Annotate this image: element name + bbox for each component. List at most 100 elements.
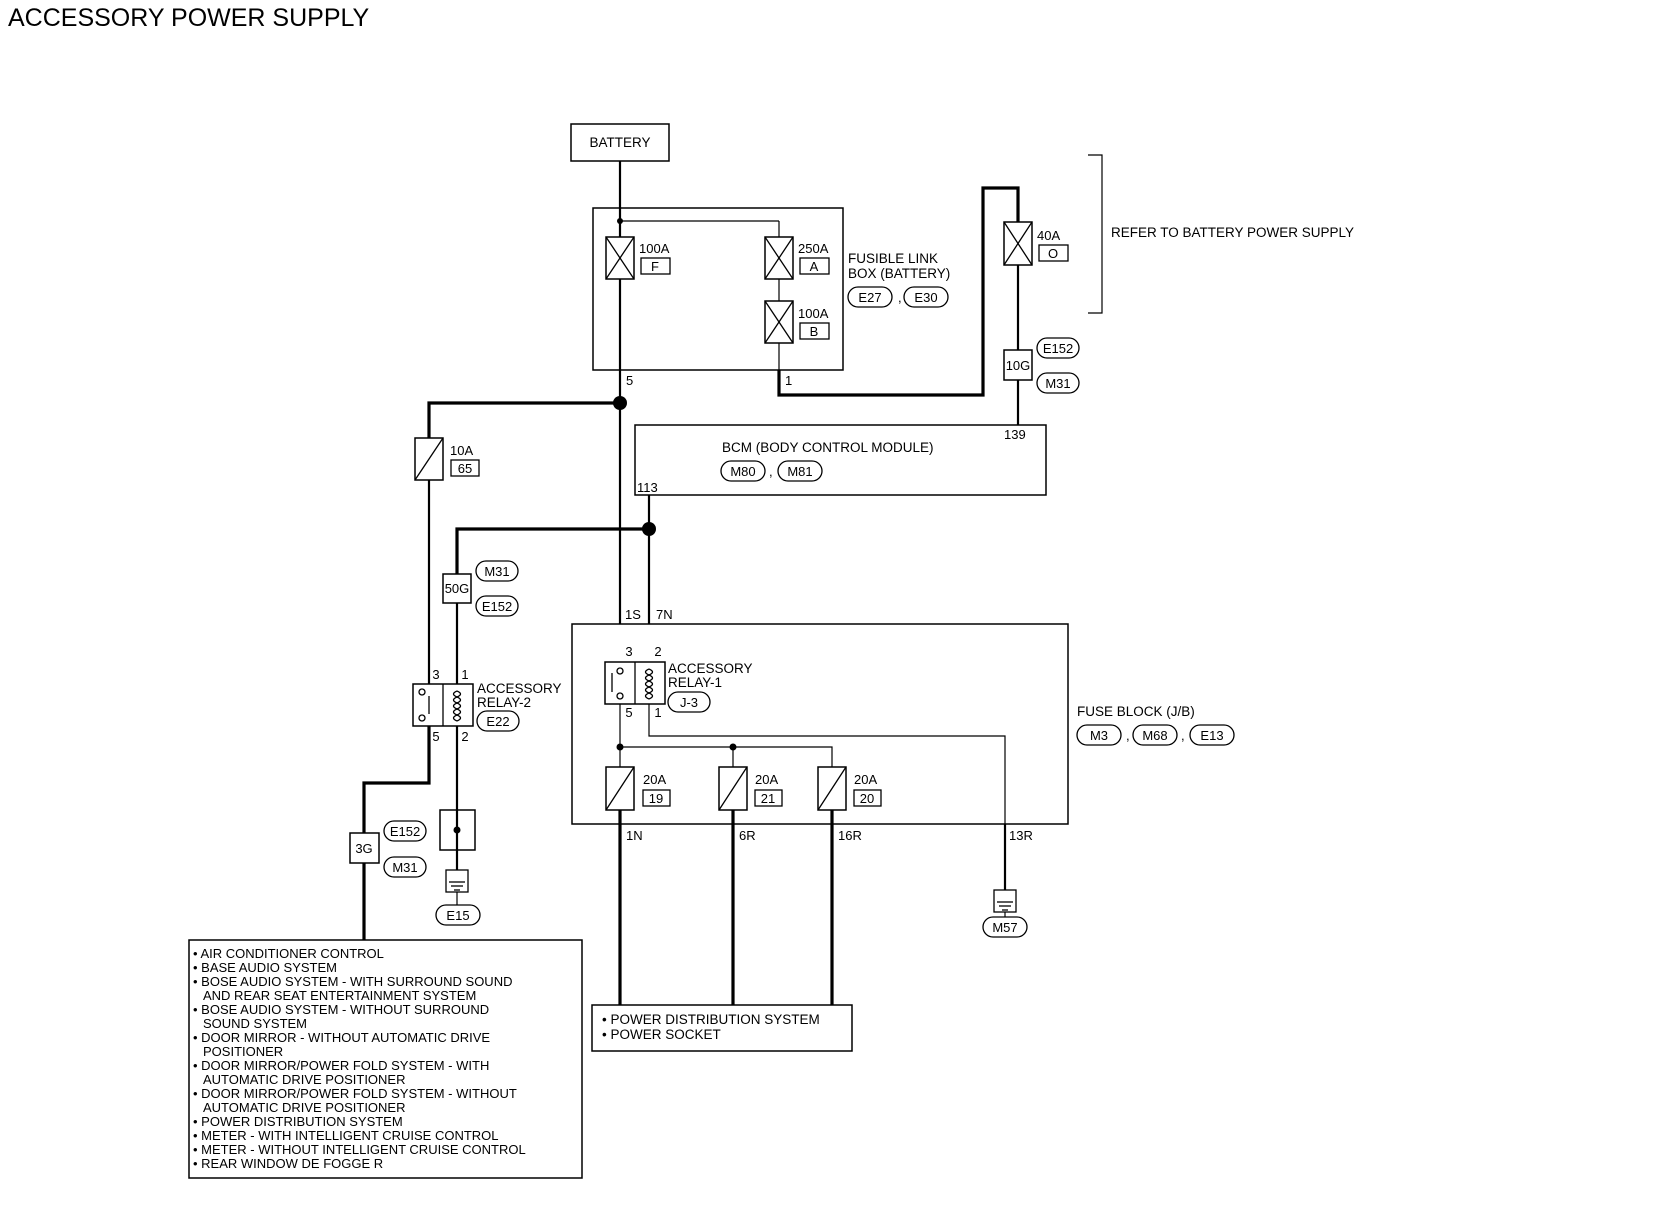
joint-50g: 50G M31 E152 [442,560,519,617]
wire-to-40a [777,186,1020,397]
connector-m68: M68 [1142,728,1167,743]
fuse-block-label: FUSE BLOCK (J/B) [1077,704,1195,719]
list-item: • BOSE AUDIO SYSTEM - WITH SURROUND SOUN… [193,974,512,989]
comma: , [898,290,902,305]
list-item: • REAR WINDOW DE FOGGE R [193,1156,383,1171]
terminal-1s: 1S [625,607,641,622]
battery: BATTERY [570,123,670,162]
list-item: • BOSE AUDIO SYSTEM - WITHOUT SURROUND [193,1002,489,1017]
fuse-10a-65: 10A 65 [414,437,480,481]
terminal-5: 5 [626,373,633,388]
wire-relay2-out [362,726,431,833]
list-item: • POWER SOCKET [602,1027,721,1042]
pin-5: 5 [432,729,439,744]
relay1-label-2: RELAY-1 [668,675,722,690]
connector-e27: E27 [858,290,881,305]
pin-1: 1 [461,667,468,682]
connector-e152: E152 [482,599,512,614]
pin-2: 2 [461,729,468,744]
connector-j3: J-3 [680,695,698,710]
terminal-113: 113 [637,480,658,495]
relay2-label-2: RELAY-2 [477,695,531,710]
ground-label: M57 [992,920,1017,935]
accessory-relay-2: 3 1 5 2 ACCESSORY RELAY-2 E22 [412,667,562,744]
fuse-id: F [651,259,659,274]
joint-label: 50G [445,581,470,596]
pin-3: 3 [625,644,632,659]
comma: , [769,464,773,479]
fuse-rating: 40A [1037,228,1060,243]
fuse-20a-20: 20A 20 [817,766,882,811]
fuse-id: 19 [649,791,663,806]
list-item: POSITIONER [203,1044,283,1059]
fusible-link-box: 100A F 250A A 100A B FUSIBLE LINK BOX (B… [592,161,950,388]
terminal-13r: 13R [1009,828,1033,843]
fuse-rating: 250A [798,241,829,256]
fuse-id: O [1048,246,1058,261]
list-item: AUTOMATIC DRIVE POSITIONER [203,1100,405,1115]
list-item: • AIR CONDITIONER CONTROL [193,946,384,961]
fuse-rating: 20A [643,772,666,787]
terminal-1n: 1N [626,828,643,843]
page-title: ACCESSORY POWER SUPPLY [8,4,370,32]
connector-m80: M80 [730,464,755,479]
pin-1: 1 [654,705,661,720]
terminal-16r: 16R [838,828,862,843]
list-item: • DOOR MIRROR - WITHOUT AUTOMATIC DRIVE [193,1030,490,1045]
battery-label: BATTERY [589,135,650,150]
connector-e30: E30 [914,290,937,305]
fuse-100a-b: 100A B [764,300,830,344]
list-item: • POWER DISTRIBUTION SYSTEM [602,1012,820,1027]
list-item: • POWER DISTRIBUTION SYSTEM [193,1114,403,1129]
joint-label: 10G [1006,358,1031,373]
connector-m31: M31 [392,860,417,875]
fuse-rating: 20A [755,772,778,787]
wire-to-50g [455,527,649,574]
list-item: • DOOR MIRROR/POWER FOLD SYSTEM - WITH [193,1058,489,1073]
pin-2: 2 [654,644,661,659]
terminal-1: 1 [785,373,792,388]
fuse-id: A [810,259,819,274]
list-item: AUTOMATIC DRIVE POSITIONER [203,1072,405,1087]
terminal-6r: 6R [739,828,756,843]
terminal-7n: 7N [656,607,673,622]
fuse-rating: 20A [854,772,877,787]
relay2-label-1: ACCESSORY [477,681,562,696]
ground-m57: M57 [982,889,1028,938]
joint-label: 3G [355,841,372,856]
fuse-250a-a: 250A A [764,236,830,280]
ground-e15: E15 [435,809,481,926]
wire-bus [620,746,833,767]
terminal-139: 139 [1004,427,1026,442]
relay1-label-1: ACCESSORY [668,661,753,676]
list-item: • METER - WITH INTELLIGENT CRUISE CONTRO… [193,1128,499,1143]
pin-5: 5 [625,705,632,720]
wire-to-10a [427,401,620,438]
list-item: • METER - WITHOUT INTELLIGENT CRUISE CON… [193,1142,526,1157]
left-destination-list: • AIR CONDITIONER CONTROL • BASE AUDIO S… [188,939,583,1179]
refer-note: REFER TO BATTERY POWER SUPPLY [1111,225,1354,240]
fuse-id: B [810,324,819,339]
comma: , [1126,728,1130,743]
connector-e13: E13 [1200,728,1223,743]
fuse-20a-21: 20A 21 [718,766,783,811]
pin-3: 3 [432,667,439,682]
connector-m31: M31 [484,564,509,579]
fuse-block: 1S 7N FUSE BLOCK (J/B) M3 , M68 , E13 [571,607,1235,825]
fuse-rating: 10A [450,443,473,458]
accessory-relay-1: 3 2 5 1 ACCESSORY RELAY-1 J-3 [604,644,753,720]
list-item: • DOOR MIRROR/POWER FOLD SYSTEM - WITHOU… [193,1086,517,1101]
fuse-rating: 100A [639,241,670,256]
connector-e152: E152 [1043,341,1073,356]
bcm: BCM (BODY CONTROL MODULE) M80 , M81 139 … [634,424,1047,496]
fuse-100a-f: 100A F [605,236,671,280]
connector-m31: M31 [1045,376,1070,391]
list-item: • BASE AUDIO SYSTEM [193,960,337,975]
refer-bracket [1088,154,1103,314]
wire-relay1-ground [648,704,1006,824]
list-item: AND REAR SEAT ENTERTAINMENT SYSTEM [203,988,476,1003]
bcm-label: BCM (BODY CONTROL MODULE) [722,440,934,455]
connector-e152: E152 [390,824,420,839]
fuse-40a-o: 40A O [1003,221,1069,266]
